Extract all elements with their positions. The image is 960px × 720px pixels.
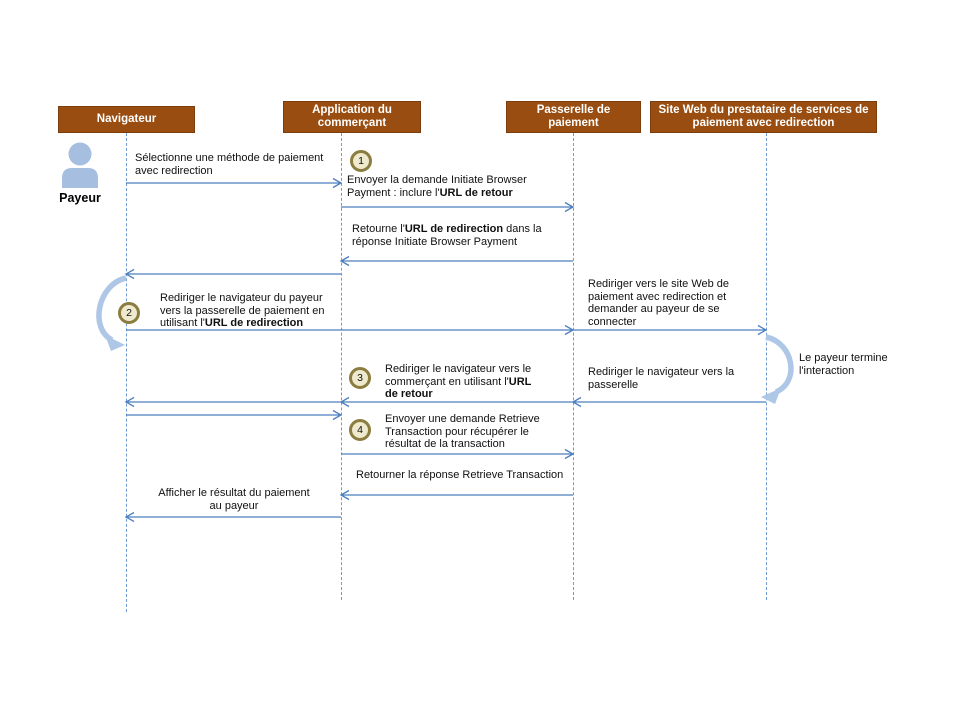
message-redirect-to-gateway: Rediriger le navigateur du payeur vers l… — [160, 292, 325, 330]
message-show-result: Afficher le résultat du paiement au paye… — [158, 487, 310, 512]
lifeline-application — [341, 133, 342, 600]
step-circle-2: 2 — [118, 302, 140, 324]
message-initiate-request: Envoyer la demande Initiate Browser Paym… — [347, 174, 527, 199]
arrow-retrieve-response — [339, 489, 573, 501]
lifeline-navigateur — [126, 133, 127, 612]
arrow-browser-to-merchant — [126, 409, 343, 421]
arrow-initiate-response — [339, 255, 573, 267]
message-initiate-response: Retourne l'URL de redirection dans la ré… — [352, 223, 542, 248]
participant-navigateur: Navigateur — [58, 106, 195, 133]
message-redirect-back-gateway: Rediriger le navigateur vers la passerel… — [588, 366, 735, 391]
participant-application-commercant: Application du commerçant — [283, 101, 421, 133]
message-retrieve-request: Envoyer une demande Retrieve Transaction… — [385, 413, 540, 451]
step-circle-3: 3 — [349, 367, 371, 389]
message-retrieve-response: Retourner la réponse Retrieve Transactio… — [356, 469, 564, 481]
message-redirect-to-site: Rediriger vers le site Web de paiement a… — [588, 278, 730, 329]
payer-label: Payeur — [59, 191, 101, 205]
arrow-initiate-request — [341, 201, 575, 213]
step-circle-4: 4 — [349, 419, 371, 441]
participant-passerelle-paiement: Passerelle de paiement — [506, 101, 641, 133]
payer-icon — [62, 142, 98, 188]
participant-site-web-prestataire: Site Web du prestataire de services de p… — [650, 101, 877, 133]
step-circle-1: 1 — [350, 150, 372, 172]
message-select-payment: Sélectionne une méthode de paiement avec… — [135, 152, 324, 177]
message-payer-done: Le payeur termine l'interaction — [799, 352, 888, 377]
lifeline-site-web — [766, 133, 767, 600]
arrow-show-result — [124, 511, 341, 523]
arrow-select-payment — [126, 177, 343, 189]
lifeline-passerelle — [573, 133, 574, 600]
arrow-redirect-to-browser — [124, 268, 341, 280]
message-redirect-to-merchant: Rediriger le navigateur vers le commerça… — [385, 363, 532, 401]
